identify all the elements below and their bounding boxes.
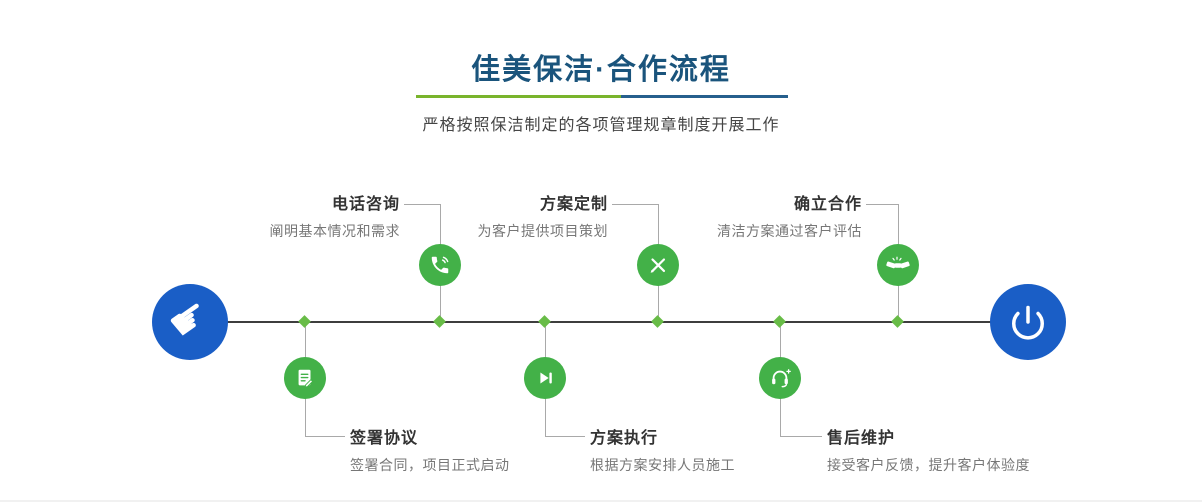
step-desc: 为客户提供项目策划 <box>477 223 608 239</box>
power-icon <box>1009 303 1047 341</box>
timeline-diamond <box>891 315 904 328</box>
page-title: 佳美保洁·合作流程 <box>471 54 731 86</box>
step-node-aftersales <box>759 357 801 399</box>
timeline-diamond <box>538 315 551 328</box>
timeline-diamond <box>651 315 664 328</box>
step-desc: 根据方案安排人员施工 <box>590 457 735 473</box>
timeline-start-circle: ☛ <box>152 284 228 360</box>
connector-line <box>612 204 658 205</box>
pointer-hand-icon: ☛ <box>158 287 221 352</box>
section-divider <box>0 500 1202 502</box>
step-label: 确立合作 <box>793 196 862 213</box>
step-label: 签署协议 <box>350 430 419 447</box>
step-node-execute <box>524 357 566 399</box>
step-node-handshake <box>877 244 919 286</box>
phone-icon <box>429 254 451 276</box>
step-label: 电话咨询 <box>331 196 400 213</box>
step-phone: 电话咨询 阐明基本情况和需求 <box>270 190 401 241</box>
headset-icon <box>769 367 791 389</box>
underline-blue-segment <box>621 95 788 98</box>
step-node-phone <box>419 244 461 286</box>
step-contract: 签署协议 签署合同，项目正式启动 <box>350 424 510 475</box>
title-underline <box>416 95 788 98</box>
connector-line <box>866 204 898 205</box>
timeline-line <box>226 321 992 323</box>
step-desc: 签署合同，项目正式启动 <box>350 457 510 473</box>
timeline-diamond <box>433 315 446 328</box>
handshake-icon <box>886 253 910 277</box>
timeline-end-circle <box>990 284 1066 360</box>
step-desc: 阐明基本情况和需求 <box>269 223 400 239</box>
connector-line <box>404 204 440 205</box>
step-label: 方案定制 <box>539 196 608 213</box>
connector-line <box>780 436 822 437</box>
step-desc: 接受客户反馈，提升客户体验度 <box>827 457 1030 473</box>
step-node-design <box>637 244 679 286</box>
step-handshake: 确立合作 清洁方案通过客户评估 <box>717 190 862 241</box>
step-label: 售后维护 <box>827 430 896 447</box>
connector-line <box>545 436 585 437</box>
play-next-icon <box>534 367 556 389</box>
connector-line <box>305 436 345 437</box>
contract-icon <box>294 367 316 389</box>
page-subtitle: 严格按照保洁制定的各项管理规章制度开展工作 <box>422 117 780 134</box>
step-node-contract <box>284 357 326 399</box>
step-execute: 方案执行 根据方案安排人员施工 <box>590 424 735 475</box>
underline-green-segment <box>416 95 621 98</box>
design-tools-icon <box>647 254 669 276</box>
step-aftersales: 售后维护 接受客户反馈，提升客户体验度 <box>827 424 1030 475</box>
timeline-diamond <box>298 315 311 328</box>
step-desc: 清洁方案通过客户评估 <box>717 223 862 239</box>
timeline-diamond <box>773 315 786 328</box>
step-design: 方案定制 为客户提供项目策划 <box>478 190 609 241</box>
step-label: 方案执行 <box>590 430 659 447</box>
